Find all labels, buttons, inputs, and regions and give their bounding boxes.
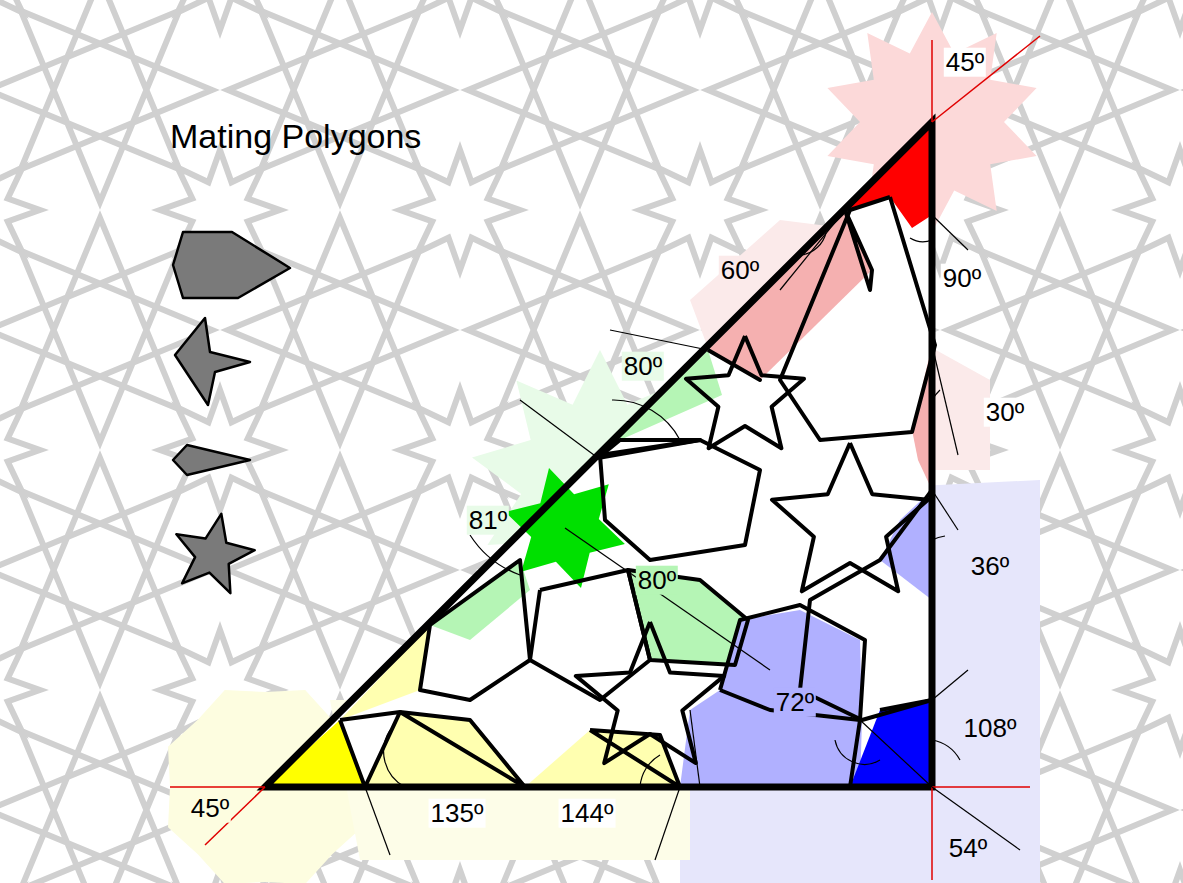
tiling-outline <box>708 350 760 380</box>
angle-label: 45º <box>189 794 231 823</box>
angle-arc <box>640 755 660 787</box>
angle-label: 144º <box>559 799 616 828</box>
tiling-outline <box>576 622 724 763</box>
title: Mating Polygons <box>170 118 421 155</box>
triangle-ground <box>265 122 932 787</box>
symmetry-line <box>170 786 265 788</box>
angle-arc <box>932 740 960 760</box>
tiling-outline <box>400 712 525 787</box>
triangle-border <box>265 122 932 787</box>
construction-line <box>932 670 968 700</box>
angle-label: 108º <box>962 714 1019 743</box>
tiling-outline <box>720 605 865 720</box>
angle-label: 80º <box>622 352 664 381</box>
angle-label: 80º <box>636 566 678 595</box>
angle-label: 45º <box>944 48 986 77</box>
angle-arc <box>910 238 932 242</box>
mating-polygon-fill <box>680 610 862 787</box>
angle-arc <box>612 400 680 440</box>
tiling-outline <box>780 197 935 440</box>
tiling-outline <box>850 720 860 787</box>
angle-label: 54º <box>947 834 989 863</box>
construction-line <box>365 787 390 855</box>
angle-arc <box>384 730 405 787</box>
construction-line <box>860 720 932 787</box>
symmetry-line <box>932 36 1040 122</box>
polygon-glyph <box>176 514 254 593</box>
angle-arc <box>932 390 940 400</box>
tiling-outline <box>880 700 932 710</box>
angle-arc <box>835 740 880 764</box>
angle-label: 30º <box>984 398 1026 427</box>
construction-line <box>690 710 700 787</box>
polygon-glyph <box>173 445 250 475</box>
angle-arc <box>802 233 826 255</box>
tiling-outline <box>800 490 932 720</box>
construction-line <box>932 345 958 455</box>
mating-polygon-fill <box>365 712 525 787</box>
construction-line <box>655 787 680 860</box>
angle-label: 90º <box>941 264 983 293</box>
construction-line <box>780 210 845 290</box>
tiling-outline <box>600 440 760 560</box>
tiling-outline <box>590 730 680 787</box>
angle-label: 36º <box>969 552 1011 581</box>
symmetry-line <box>931 40 933 122</box>
construction-line <box>932 490 958 530</box>
construction-line <box>565 528 770 670</box>
symmetry-line <box>932 786 1030 788</box>
angle-label: 135º <box>429 799 486 828</box>
construction-line <box>932 215 968 250</box>
polygon-glyph <box>175 318 250 405</box>
angle-label: 81º <box>467 506 509 535</box>
angle-label: 60º <box>719 256 761 285</box>
symmetry-line <box>931 787 933 880</box>
angle-arc <box>932 536 945 540</box>
tiling-outline <box>772 443 928 591</box>
angle-arc <box>470 535 520 575</box>
tiling-outline <box>845 210 872 290</box>
construction-line <box>610 330 708 350</box>
construction-line <box>520 400 598 458</box>
polygon-glyph <box>173 232 290 298</box>
angle-label: 72º <box>774 688 816 717</box>
tiling-outline <box>530 570 650 700</box>
